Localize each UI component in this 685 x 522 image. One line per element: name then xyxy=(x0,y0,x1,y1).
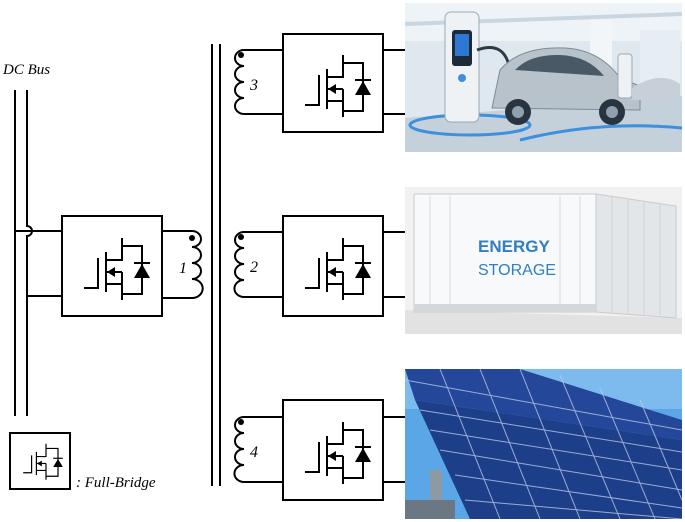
full-bridge-storage xyxy=(282,215,384,317)
battery-container-photo xyxy=(405,187,682,334)
full-bridge-primary xyxy=(61,215,163,317)
polarity-dot-4 xyxy=(238,419,244,425)
secondary-winding-2 xyxy=(233,231,283,298)
solar-panel-photo xyxy=(405,369,682,519)
primary-winding xyxy=(191,230,204,299)
winding-label-4: 4 xyxy=(250,444,258,461)
secondary-winding-3 xyxy=(234,49,283,115)
legend-full-bridge-symbol xyxy=(9,432,71,490)
dc-bus-rails xyxy=(14,90,62,416)
primary-leads xyxy=(162,230,192,299)
full-bridge-ev xyxy=(282,33,384,133)
primary-polarity-dot xyxy=(189,235,195,241)
transformer-core xyxy=(211,44,221,486)
legend-label: : Full-Bridge xyxy=(76,475,156,491)
ev-charging-station-photo xyxy=(405,3,682,152)
winding-label-3: 3 xyxy=(249,77,258,94)
secondary-winding-4 xyxy=(233,416,283,483)
polarity-dot-2 xyxy=(238,234,244,240)
energy-storage-text-line1: ENERGY xyxy=(478,237,550,256)
full-bridge-pv xyxy=(282,399,384,501)
polarity-dot-3 xyxy=(238,52,244,58)
dc-bus-label: DC Bus xyxy=(2,62,50,78)
winding-label-1: 1 xyxy=(179,260,187,277)
winding-label-2: 2 xyxy=(250,259,258,276)
energy-storage-text-line2: STORAGE xyxy=(478,262,556,279)
